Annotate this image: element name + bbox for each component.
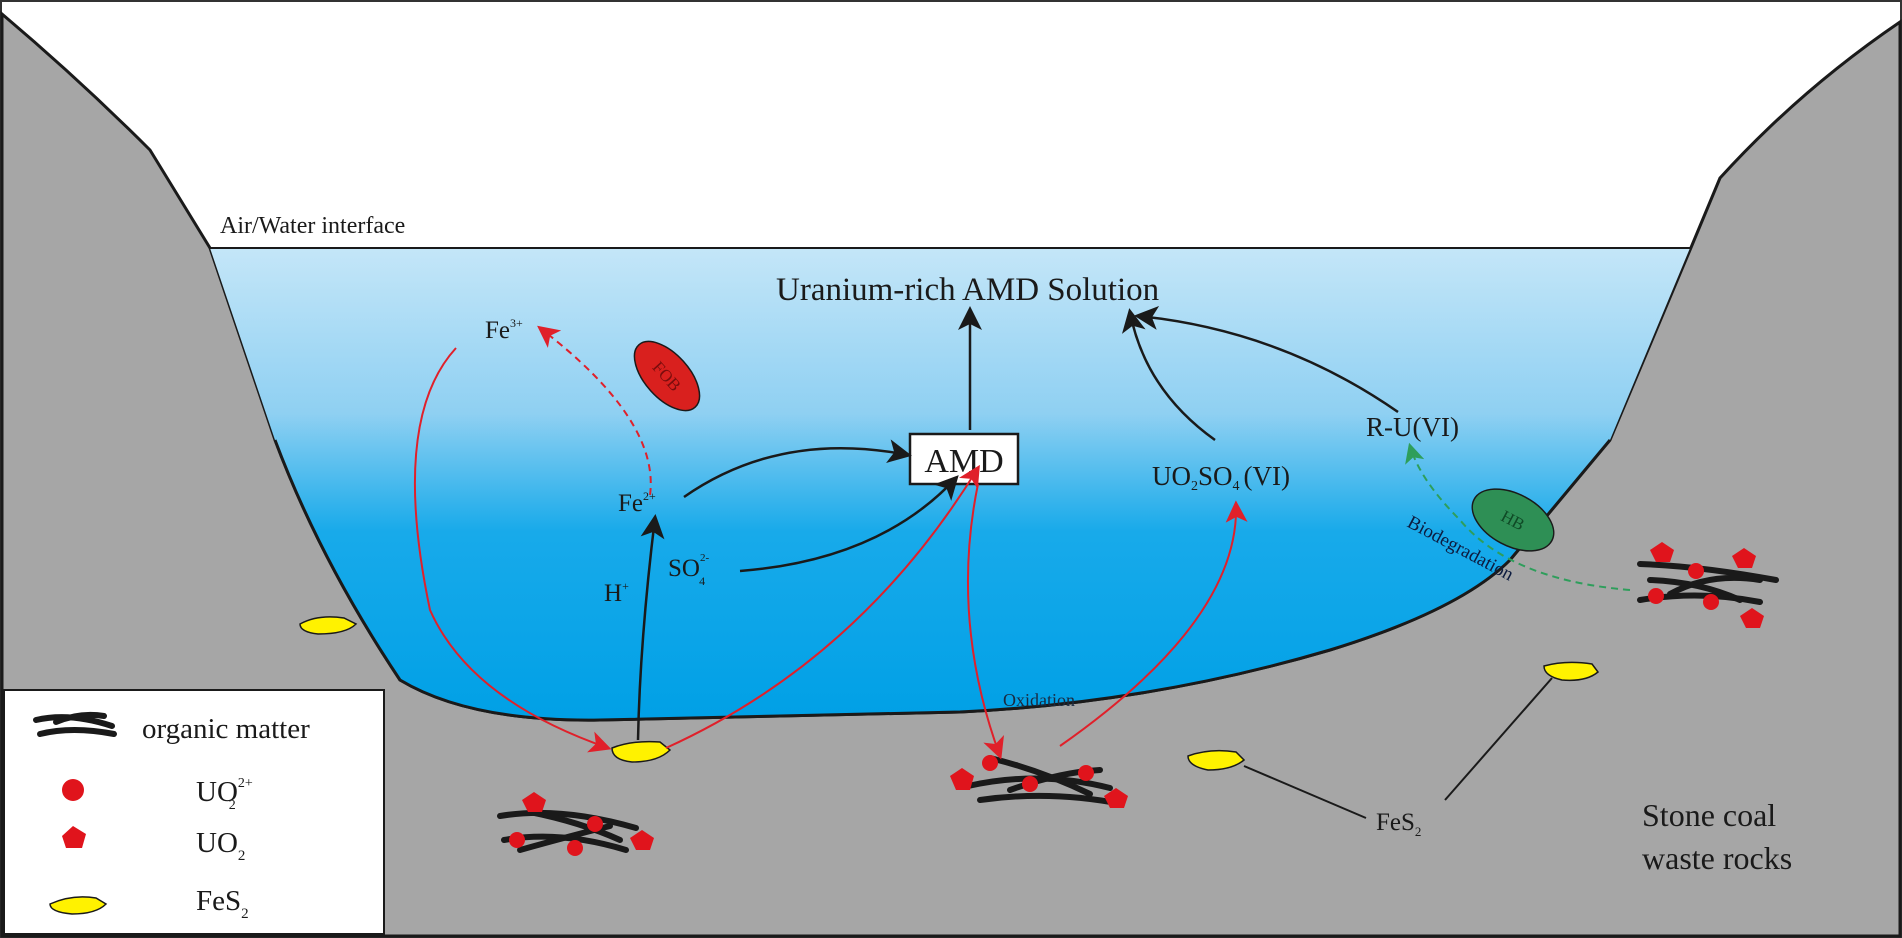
h-ion-label: H+ xyxy=(604,579,629,607)
arrow-ru-to-solution xyxy=(1134,306,1399,414)
air-water-interface-label: Air/Water interface xyxy=(220,213,405,239)
legend-organic-label: organic matter xyxy=(142,713,310,745)
legend-uo2-label: UO2 xyxy=(196,827,245,864)
legend-organic-icon xyxy=(33,711,117,737)
fob-bacteria xyxy=(633,340,701,412)
organic-uranium-cluster xyxy=(1637,561,1779,605)
rocks-label-line2: waste rocks xyxy=(1642,840,1792,876)
sulfate-label: SO2-4 xyxy=(668,552,709,588)
arrow-amd-to-organic xyxy=(966,483,1005,760)
legend-pyrite-icon xyxy=(49,896,108,915)
solution-title: Uranium-rich AMD Solution xyxy=(776,272,1159,308)
pyrite-grain xyxy=(299,616,358,635)
fes2-callout-line-a xyxy=(1243,765,1367,819)
arrow-fe2-to-fe3-fob xyxy=(537,325,652,496)
legend-uranyl-ion-label: UO2+2 xyxy=(196,776,253,813)
arrow-fe2-to-amd xyxy=(683,439,912,499)
legend-pyrite-label: FeS2 xyxy=(196,885,249,922)
arrow-pyrite-to-fe2 xyxy=(636,514,665,741)
hb-bacteria xyxy=(1471,488,1555,552)
legend: organic matter UO2+2 UO2 FeS2 xyxy=(3,689,385,935)
oxidation-label: Oxidation xyxy=(1003,690,1075,710)
legend-uranyl-ion-icon xyxy=(62,779,84,801)
legend-uo2-icon xyxy=(62,826,86,848)
arrow-fe3-to-pyrite xyxy=(413,347,612,753)
uranyl-sulfate-label: UO2SO4(VI) xyxy=(1152,461,1290,494)
pyrite-grain xyxy=(1187,749,1246,771)
fe2-label: Fe2+ xyxy=(618,489,656,517)
organic-uranium-cluster-dots xyxy=(509,792,654,856)
arrow-oxidation-to-uranylsulfate xyxy=(1059,500,1248,747)
pyrite-grain xyxy=(611,740,672,763)
organic-uranium-cluster-dots xyxy=(1648,542,1764,628)
water-bottom-edge xyxy=(273,439,1612,722)
ru-complex-label: R-U(VI) xyxy=(1366,412,1459,442)
rocks-label-line1: Stone coal xyxy=(1642,797,1776,833)
arrow-sulfate-to-amd xyxy=(739,475,959,573)
fes2-callout-line-b xyxy=(1444,677,1553,801)
fes2-callout-label: FeS2 xyxy=(1376,809,1421,839)
pyrite-grain xyxy=(1543,661,1600,682)
arrow-pyrite-to-amd xyxy=(665,464,980,749)
amd-label: AMD xyxy=(924,443,1003,480)
fe3-label: Fe3+ xyxy=(485,316,523,344)
